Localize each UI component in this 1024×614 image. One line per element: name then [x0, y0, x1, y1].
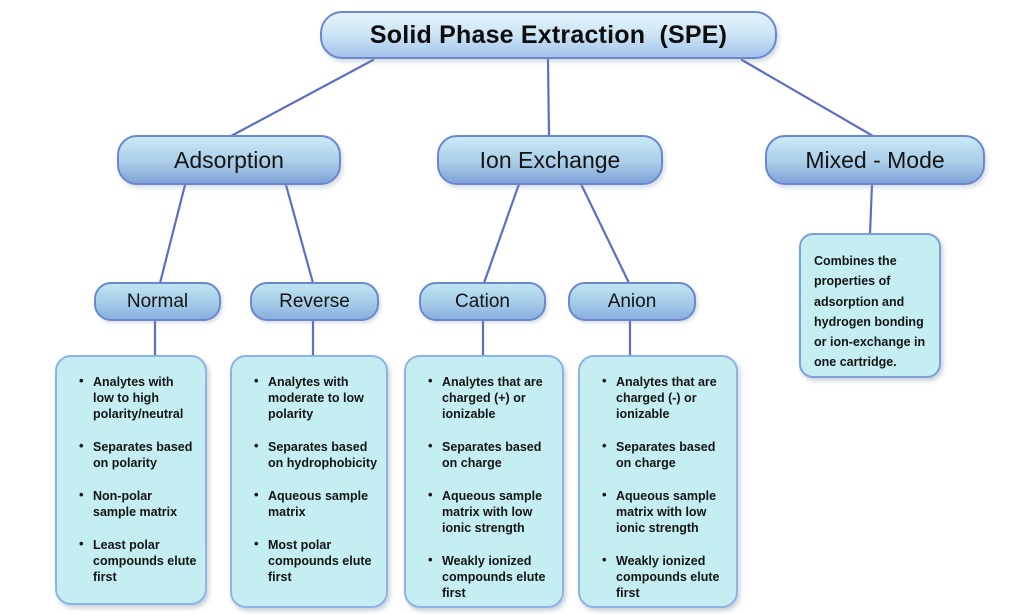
sub-node-label: Reverse — [279, 290, 350, 312]
bullet-item: Weakly ionized compounds elute first — [427, 552, 554, 601]
branch-node-label: Adsorption — [174, 146, 284, 173]
bullet-item: Analytes with moderate to low polarity — [253, 373, 378, 422]
bullet-list-cation: Analytes that are charged (+) or ionizab… — [427, 373, 554, 601]
bullet-item: Separates based on polarity — [78, 438, 197, 471]
bullet-item: Aqueous sample matrix — [253, 487, 378, 520]
note-text: Combines the properties of adsorption an… — [814, 254, 926, 370]
bullet-item: Weakly ionized compounds elute first — [601, 552, 728, 601]
branch-node-mixed-mode: Mixed - Mode — [765, 135, 985, 185]
bullet-item: Non-polar sample matrix — [78, 487, 197, 520]
sub-node-label: Normal — [126, 290, 189, 312]
note-box-mixed-mode: Combines the properties of adsorption an… — [799, 233, 941, 378]
bullet-item: Least polar compounds elute first — [78, 536, 197, 585]
root-node-spe: Solid Phase Extraction (SPE) — [320, 11, 777, 59]
bullet-item: Separates based on charge — [601, 438, 728, 471]
branch-node-label: Mixed - Mode — [805, 146, 945, 173]
bullet-item: Analytes that are charged (+) or ionizab… — [427, 373, 554, 422]
bullet-item: Analytes with low to high polarity/neutr… — [78, 373, 197, 422]
detail-box-anion: Analytes that are charged (-) or ionizab… — [578, 355, 738, 608]
detail-box-cation: Analytes that are charged (+) or ionizab… — [404, 355, 564, 608]
branch-node-ion-exchange: Ion Exchange — [437, 135, 663, 185]
bullet-item: Aqueous sample matrix with low ionic str… — [601, 487, 728, 536]
bullet-item: Analytes that are charged (-) or ionizab… — [601, 373, 728, 422]
sub-node-reverse: Reverse — [250, 282, 379, 321]
bullet-list-normal: Analytes with low to high polarity/neutr… — [78, 373, 197, 585]
root-node-label: Solid Phase Extraction (SPE) — [369, 20, 728, 49]
detail-box-reverse: Analytes with moderate to low polarity S… — [230, 355, 388, 608]
branch-node-label: Ion Exchange — [479, 146, 621, 173]
bullet-item: Most polar compounds elute first — [253, 536, 378, 585]
bullet-item: Separates based on hydrophobicity — [253, 438, 378, 471]
bullet-list-reverse: Analytes with moderate to low polarity S… — [253, 373, 378, 585]
detail-box-normal: Analytes with low to high polarity/neutr… — [55, 355, 207, 605]
sub-node-anion: Anion — [568, 282, 696, 321]
sub-node-cation: Cation — [419, 282, 546, 321]
bullet-list-anion: Analytes that are charged (-) or ionizab… — [601, 373, 728, 601]
branch-node-adsorption: Adsorption — [117, 135, 341, 185]
bullet-item: Separates based on charge — [427, 438, 554, 471]
bullet-item: Aqueous sample matrix with low ionic str… — [427, 487, 554, 536]
sub-node-label: Cation — [455, 290, 510, 312]
sub-node-label: Anion — [607, 290, 657, 312]
sub-node-normal: Normal — [94, 282, 221, 321]
